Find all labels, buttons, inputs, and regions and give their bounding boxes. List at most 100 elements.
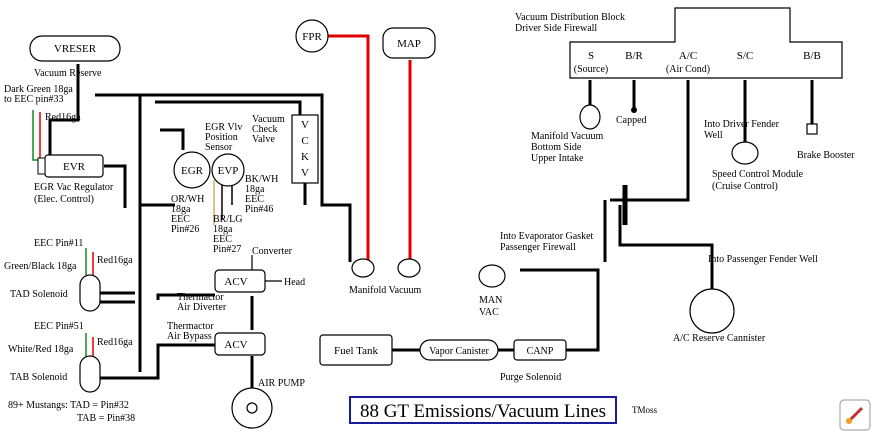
- evr-label: EVR: [63, 161, 86, 173]
- driver-fender-label-1: Into Driver Fender: [704, 119, 780, 130]
- green-black-label: Green/Black 18ga: [4, 261, 77, 272]
- dist-block-ports: S (Source) B/R A/C (Air Cond) S/C B/B: [574, 50, 821, 75]
- vckv-letter-3: K: [301, 151, 309, 163]
- acv-bottom-label: ACV: [224, 339, 247, 351]
- vreser-caption: Vacuum Reserve: [34, 68, 102, 79]
- hose-port-ac: [610, 80, 690, 202]
- dist-port-note: (Air Cond): [666, 64, 710, 75]
- electric-wires: [32, 110, 233, 356]
- capped-port: [631, 107, 637, 113]
- egr-label: EGR: [181, 165, 204, 177]
- orwh-label-2: 18ga: [171, 204, 191, 215]
- orwh-label-1: OR/WH: [171, 194, 204, 205]
- mustangs-note-2: TAB = Pin#38: [77, 413, 135, 424]
- ac-reserve-label: A/C Reserve Cannister: [673, 333, 766, 344]
- tad-solenoid-label: TAD Solenoid: [10, 289, 68, 300]
- manifold-vacuum-label: Manifold Vacuum: [349, 285, 422, 296]
- egr-vlv-label-2: Position: [205, 132, 238, 143]
- evr-caption-2: (Elec. Control): [34, 194, 94, 205]
- head-label: Head: [284, 277, 305, 288]
- evap-gasket-label-2: Passenger Firewall: [500, 242, 576, 253]
- map-box: [382, 27, 436, 59]
- dist-port-label: B/B: [803, 50, 821, 62]
- passenger-fender-label: Into Passenger Fender Well: [708, 254, 818, 265]
- eec-pin51-label: EEC Pin#51: [34, 321, 84, 332]
- ac-reserve-canister: [689, 288, 735, 334]
- hose-top-trunk: [95, 93, 175, 207]
- dist-port-label: B/R: [625, 50, 643, 62]
- white-red-label: White/Red 18ga: [8, 344, 74, 355]
- brlg-label-2: 18ga: [213, 224, 233, 235]
- egr-vlv-label-1: EGR Vlv: [205, 122, 242, 133]
- brake-booster-port: [806, 123, 818, 135]
- dist-port-label: A/C: [679, 50, 697, 62]
- dark-green-label-2: to EEC pin#33: [4, 94, 63, 105]
- hose-acv-top-in: [156, 293, 215, 300]
- dist-block-title-1: Vacuum Distribution Block: [515, 12, 625, 23]
- corner-badge-icon[interactable]: [839, 399, 871, 431]
- hose-evr-trunk: [104, 164, 127, 208]
- vapor-canister: [419, 339, 499, 361]
- brake-booster-label: Brake Booster: [797, 150, 855, 161]
- vac-check-label-3: Valve: [252, 134, 275, 145]
- acv-bottom: [214, 332, 266, 356]
- red16-evr-label: Red16ga: [45, 112, 81, 123]
- fpr-label: FPR: [302, 31, 322, 43]
- dist-port-label: S/C: [737, 50, 754, 62]
- vckv-letter-4: V: [301, 167, 309, 179]
- tab-solenoid: [79, 355, 101, 393]
- evr-caption-1: EGR Vac Regulator: [34, 182, 114, 193]
- author-label: TMoss: [632, 405, 658, 415]
- manifold-bottom-label-1: Manifold Vacuum: [531, 131, 604, 142]
- manifold-port-left: [351, 258, 375, 278]
- thermactor-byp-label-2: Air Bypass: [167, 331, 212, 342]
- manifold-bottom-label-2: Bottom Side: [531, 142, 582, 153]
- dist-port-label: S: [588, 50, 594, 62]
- vapor-canister-label: Vapor Canister: [429, 346, 489, 357]
- air-pump-label: AIR PUMP: [258, 378, 305, 389]
- dark-green-label-1: Dark Green 18ga: [4, 84, 73, 95]
- vreser-box: [29, 35, 121, 62]
- speed-control-module: [731, 141, 759, 165]
- thermactor-byp-label-1: Thermactor: [167, 321, 214, 332]
- bkwh-label-3: EEC: [245, 194, 264, 205]
- hose-passenger-fender: [618, 205, 714, 290]
- vckv-box: [291, 114, 319, 184]
- map-label: MAP: [397, 38, 421, 50]
- vac-check-label-2: Check: [252, 124, 278, 135]
- red16-tab-label: Red16ga: [97, 337, 133, 348]
- wire-evr-green: [32, 110, 45, 161]
- hose-top-cross: [140, 93, 352, 262]
- canp-label: CANP: [527, 346, 554, 357]
- evr-connector: [37, 157, 46, 175]
- line-fpr-manifold: [327, 34, 370, 262]
- converter-label: Converter: [252, 246, 293, 257]
- evp-sensor: [211, 153, 245, 187]
- title-box: [349, 396, 617, 424]
- man-vac-label-1: MAN: [479, 295, 502, 306]
- bkwh-label-1: BK/WH: [245, 174, 278, 185]
- brlg-label-1: BR/LG: [213, 214, 242, 225]
- manifold-port-right: [397, 258, 421, 278]
- dist-block-title-2: Driver Side Firewall: [515, 23, 597, 34]
- tab-solenoid-label: TAB Solenoid: [10, 372, 67, 383]
- hose-vreser-evr: [48, 64, 80, 155]
- hose-tab-acv: [100, 343, 215, 380]
- capped-label: Capped: [616, 115, 647, 126]
- fpr-component: [295, 19, 329, 53]
- orwh-label-3: EEC: [171, 214, 190, 225]
- fuel-tank: [319, 334, 393, 366]
- egr-vlv-label-3: Sensor: [205, 142, 233, 153]
- acv-top-label: ACV: [224, 276, 247, 288]
- fuel-tank-label: Fuel Tank: [334, 345, 378, 357]
- red16-tad-label: Red16ga: [97, 255, 133, 266]
- fuel-pressure-lines: [327, 34, 412, 262]
- evp-label: EVP: [218, 165, 239, 177]
- manifold-vacuum-bottom-port: [579, 104, 601, 130]
- vac-check-label-1: Vacuum: [252, 114, 285, 125]
- hose-egr-link: [160, 128, 185, 150]
- dist-port-note: (Source): [574, 64, 608, 75]
- thermactor-div-label-1: Thermactor: [177, 292, 224, 303]
- manifold-bottom-label-3: Upper Intake: [531, 153, 584, 164]
- canp-box: [513, 339, 567, 361]
